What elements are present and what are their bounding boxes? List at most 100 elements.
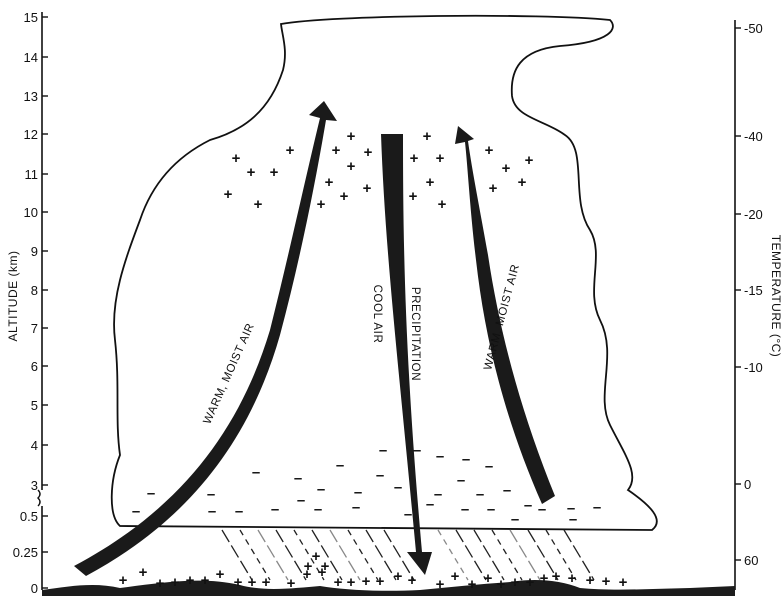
negative-charge: – bbox=[252, 464, 260, 481]
positive-charge: + bbox=[248, 574, 257, 591]
negative-charge: – bbox=[461, 501, 469, 518]
positive-charge: + bbox=[552, 568, 561, 585]
positive-charge: + bbox=[451, 568, 460, 585]
positive-charge: + bbox=[287, 575, 296, 592]
negative-charge: – bbox=[485, 458, 493, 475]
positive-charge: + bbox=[364, 144, 373, 161]
positive-charge: + bbox=[423, 128, 432, 145]
positive-charge: + bbox=[286, 142, 295, 159]
altitude-tick-label: 9 bbox=[31, 244, 38, 259]
positive-charge: + bbox=[270, 164, 279, 181]
positive-charge: + bbox=[186, 572, 195, 589]
negative-charge: – bbox=[208, 503, 216, 520]
negative-charge: – bbox=[434, 486, 442, 503]
positive-charge: + bbox=[526, 574, 535, 591]
altitude-tick-label: 14 bbox=[24, 50, 38, 65]
positive-charge: + bbox=[234, 574, 243, 591]
positive-charge: + bbox=[518, 174, 527, 191]
center-flow-label-bottom: PRECIPITATION bbox=[409, 287, 421, 381]
negative-charge: – bbox=[426, 496, 434, 513]
positive-charge: + bbox=[484, 570, 493, 587]
negative-charge: – bbox=[336, 457, 344, 474]
positive-charge: + bbox=[347, 128, 356, 145]
positive-charge: + bbox=[201, 572, 210, 589]
positive-charge: + bbox=[619, 574, 628, 591]
altitude-tick-label: 0.25 bbox=[13, 545, 38, 560]
negative-charge: – bbox=[147, 485, 155, 502]
positive-charge: + bbox=[347, 158, 356, 175]
positive-charge: + bbox=[332, 142, 341, 159]
positive-charge: + bbox=[511, 574, 520, 591]
temperature-tick-label: -20 bbox=[744, 207, 763, 222]
positive-charge: + bbox=[317, 196, 326, 213]
positive-charge: + bbox=[318, 564, 327, 581]
altitude-tick-label: 10 bbox=[24, 205, 38, 220]
negative-charge: – bbox=[297, 492, 305, 509]
positive-charge: + bbox=[468, 576, 477, 593]
altitude-tick-label: 0.5 bbox=[20, 509, 38, 524]
positive-charge: + bbox=[408, 572, 417, 589]
altitude-tick-label: 5 bbox=[31, 398, 38, 413]
temperature-tick-label: -50 bbox=[744, 21, 763, 36]
negative-charge: – bbox=[476, 486, 484, 503]
positive-charge: + bbox=[363, 180, 372, 197]
positive-charge: + bbox=[347, 574, 356, 591]
positive-charge: + bbox=[540, 570, 549, 587]
negative-charge: – bbox=[524, 497, 532, 514]
positive-charge: + bbox=[394, 568, 403, 585]
negative-charge: – bbox=[569, 511, 577, 528]
temperature-tick-label: -15 bbox=[744, 283, 763, 298]
positive-charge: + bbox=[586, 572, 595, 589]
altitude-tick-label: 8 bbox=[31, 283, 38, 298]
negative-charge: – bbox=[379, 442, 387, 459]
temperature-tick-label: 60 bbox=[744, 553, 758, 568]
negative-charge: – bbox=[207, 486, 215, 503]
positive-charge: + bbox=[410, 150, 419, 167]
negative-charge: – bbox=[376, 467, 384, 484]
altitude-tick-label: 4 bbox=[31, 438, 38, 453]
positive-charge: + bbox=[254, 196, 263, 213]
negative-charge: – bbox=[462, 451, 470, 468]
positive-charge: + bbox=[502, 160, 511, 177]
negative-charge: – bbox=[503, 482, 511, 499]
altitude-tick-label: 7 bbox=[31, 321, 38, 336]
altitude-tick-label: 15 bbox=[24, 10, 38, 25]
center-flow-label-top: COOL AIR bbox=[371, 285, 383, 344]
positive-charge: + bbox=[334, 574, 343, 591]
temperature-tick-label: 0 bbox=[744, 477, 751, 492]
positive-charge: + bbox=[426, 174, 435, 191]
temperature-tick-label: -10 bbox=[744, 360, 763, 375]
positive-charge: + bbox=[262, 574, 271, 591]
positive-charge: + bbox=[376, 573, 385, 590]
ground-terrain bbox=[42, 580, 735, 596]
negative-charge: – bbox=[394, 479, 402, 496]
altitude-axis-title: ALTITUDE (km) bbox=[6, 251, 20, 342]
positive-charge: + bbox=[438, 196, 447, 213]
positive-charge: + bbox=[436, 576, 445, 593]
temperature-axis-title: TEMPERATURE (°C) bbox=[769, 235, 782, 358]
positive-charge: + bbox=[485, 142, 494, 159]
negative-charge: – bbox=[271, 501, 279, 518]
positive-charge: + bbox=[525, 152, 534, 169]
altitude-tick-label: 3 bbox=[31, 478, 38, 493]
negative-charge: – bbox=[457, 472, 465, 489]
positive-charge: + bbox=[340, 188, 349, 205]
positive-charge: + bbox=[224, 186, 233, 203]
positive-charge: + bbox=[325, 174, 334, 191]
negative-charge: – bbox=[352, 499, 360, 516]
negative-charge: – bbox=[593, 499, 601, 516]
altitude-tick-label: 0 bbox=[31, 581, 38, 596]
negative-charge: – bbox=[294, 470, 302, 487]
negative-charge: – bbox=[511, 511, 519, 528]
negative-charge: – bbox=[314, 501, 322, 518]
positive-charge: + bbox=[171, 574, 180, 591]
negative-charge: – bbox=[132, 503, 140, 520]
negative-charge: – bbox=[487, 501, 495, 518]
altitude-tick-label: 13 bbox=[24, 89, 38, 104]
positive-charge: + bbox=[568, 570, 577, 587]
temperature-tick-label: -40 bbox=[744, 129, 763, 144]
positive-charge: + bbox=[362, 573, 371, 590]
positive-charge: + bbox=[436, 150, 445, 167]
positive-charge: + bbox=[156, 575, 165, 592]
